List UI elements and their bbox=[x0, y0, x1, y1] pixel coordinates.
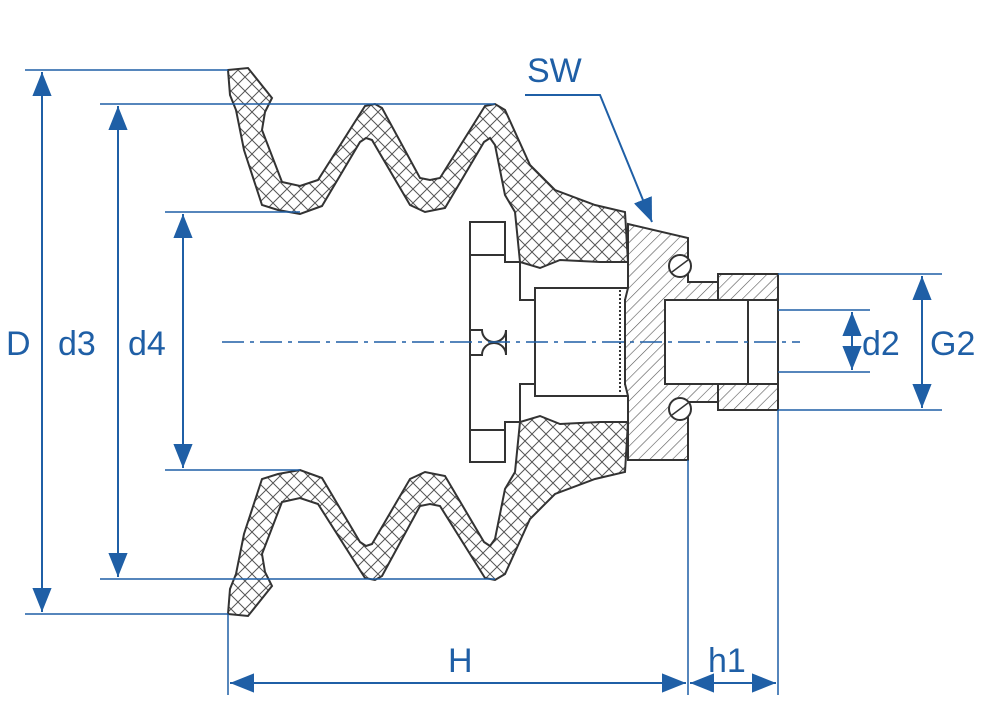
label-h1: h1 bbox=[708, 642, 746, 680]
dimension-lines bbox=[32, 72, 932, 693]
label-D: D bbox=[6, 325, 31, 363]
bellows-upper bbox=[226, 66, 630, 270]
label-SW: SW bbox=[527, 52, 582, 90]
label-H: H bbox=[448, 642, 473, 680]
label-d4: d4 bbox=[128, 325, 166, 363]
dim-SW-leader bbox=[525, 94, 653, 223]
extension-lines bbox=[25, 69, 942, 695]
label-G2: G2 bbox=[930, 325, 975, 363]
label-d3: d3 bbox=[58, 325, 96, 363]
label-d2: d2 bbox=[862, 325, 900, 363]
bellows-lower bbox=[226, 414, 630, 618]
